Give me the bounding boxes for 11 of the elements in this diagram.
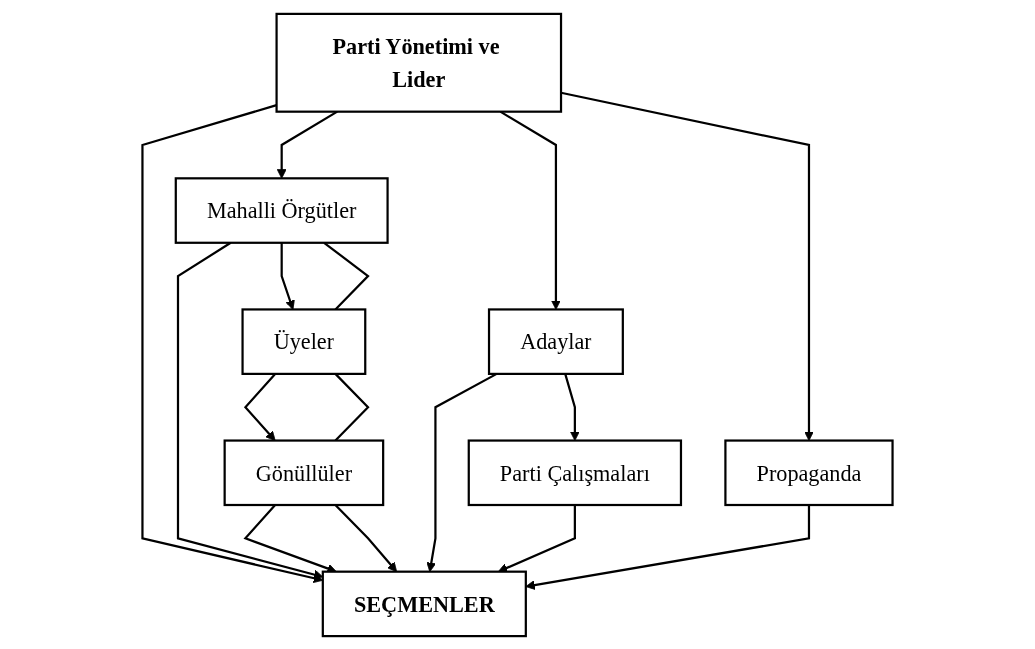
- node-box: Parti Yönetimi ve Lider: [275, 12, 563, 113]
- node-box: Propaganda: [724, 438, 894, 506]
- node-box: Gönüllüler: [223, 438, 385, 506]
- arrow: [426, 372, 498, 572]
- node-box: Üyeler: [241, 307, 367, 375]
- node-box: Adaylar: [487, 307, 624, 375]
- arrow: [564, 373, 580, 441]
- node-box: SEÇMENLER: [321, 570, 527, 637]
- node-box: Parti Çalışmaları: [467, 438, 683, 506]
- arrow: [525, 504, 811, 590]
- node-box: Mahalli Örgütler: [174, 176, 389, 244]
